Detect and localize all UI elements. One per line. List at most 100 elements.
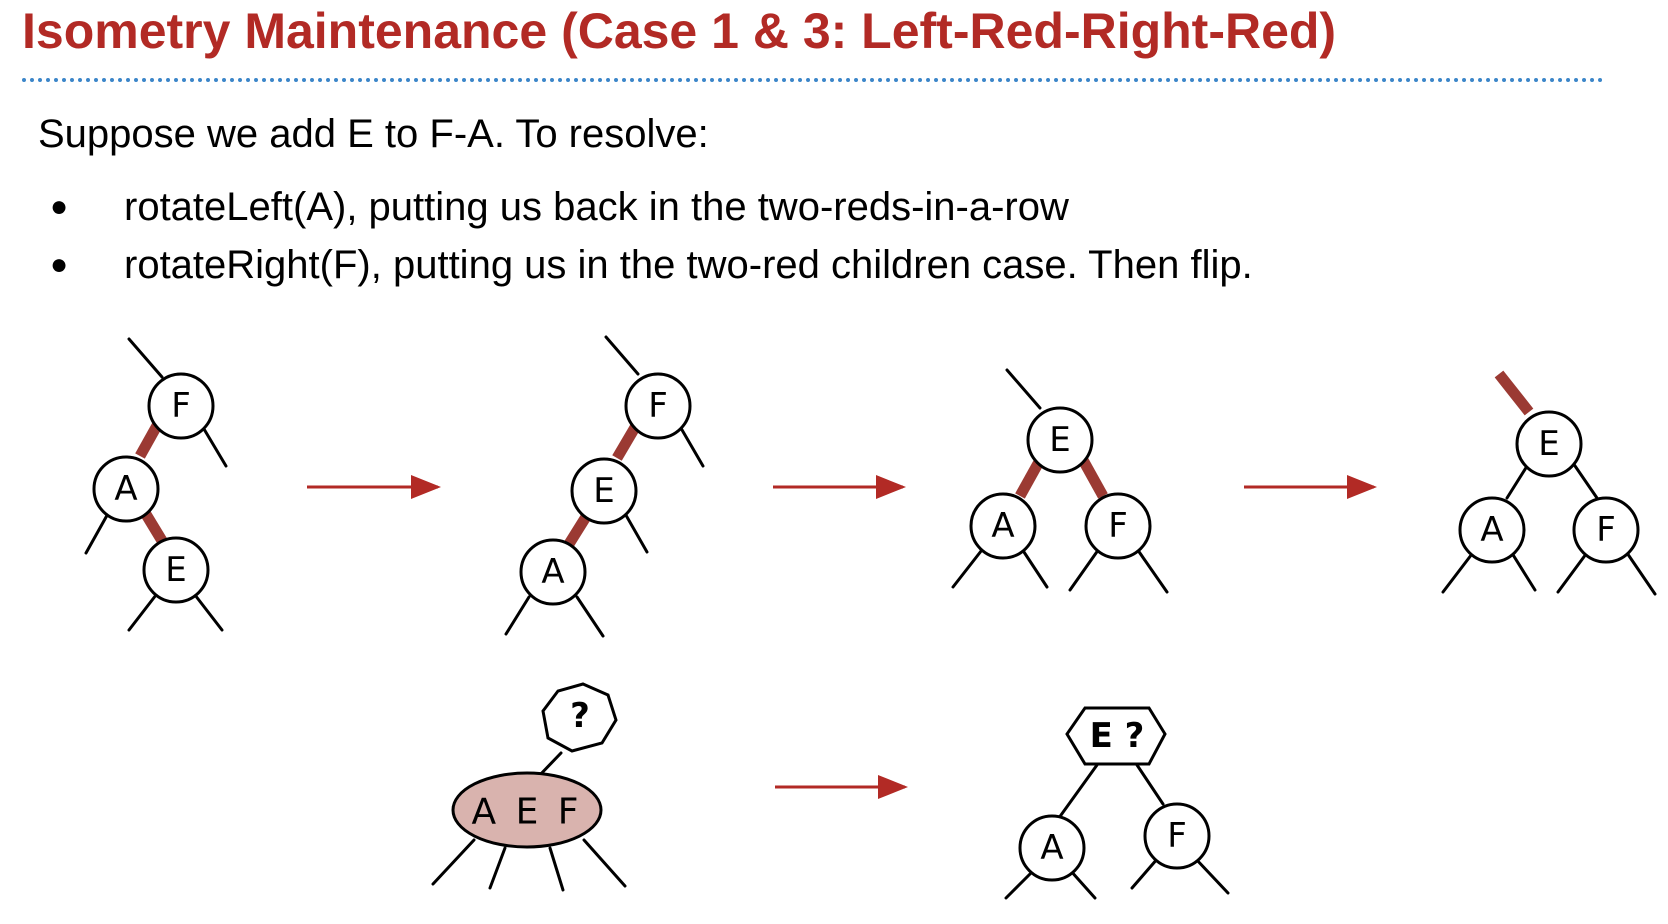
tree-node-e: E	[1515, 410, 1583, 478]
tree-node-a: A	[1458, 496, 1526, 564]
link-child-1	[431, 838, 476, 886]
red-link-a-e	[139, 508, 169, 547]
link-child-2	[488, 846, 507, 890]
tree-node-a: A	[1018, 814, 1086, 882]
merged-node-shape	[451, 771, 603, 849]
link-e-right	[193, 593, 224, 632]
link-child-4	[582, 838, 627, 888]
node-label: F	[1108, 506, 1128, 546]
node-circle	[1458, 496, 1526, 564]
link-a-right	[575, 595, 605, 638]
link-root-a	[1054, 763, 1099, 824]
node-label: A	[541, 552, 564, 592]
node-circle	[1084, 492, 1152, 560]
node-label: F	[1167, 816, 1187, 856]
node-circle	[147, 372, 215, 440]
tree-node-f: F	[1084, 492, 1152, 560]
bullet-list: ● rotateLeft(A), putting us back in the …	[50, 178, 1253, 294]
tree-node-f: F	[1143, 802, 1211, 870]
node-label: A	[1480, 510, 1503, 550]
bullet-dot-icon: ●	[50, 248, 69, 281]
link-f-right	[676, 421, 705, 468]
node-circle	[1515, 410, 1583, 478]
link-f-right	[1193, 856, 1230, 895]
tree-node-a: A	[519, 538, 587, 606]
link-e-left	[127, 593, 158, 632]
tree-node-e: E	[142, 536, 210, 604]
link-a-left	[951, 544, 987, 589]
node-label: A	[1040, 828, 1063, 868]
tree-node-f: F	[147, 372, 215, 440]
link-f-left	[1130, 856, 1160, 890]
node-label: A	[114, 469, 137, 509]
tree-node-f: F	[1572, 496, 1640, 564]
tree-step-1: F A E	[84, 337, 228, 632]
link-parent	[127, 337, 164, 379]
link-e-a	[1505, 461, 1531, 500]
node-circle	[1026, 406, 1094, 474]
link-a-left	[504, 595, 531, 636]
node-circle	[1018, 814, 1086, 882]
link-a-right	[1068, 868, 1097, 900]
bullet-text: rotateRight(F), putting us in the two-re…	[124, 243, 1253, 287]
link-f-right	[1623, 548, 1657, 596]
hexagon-shape	[1065, 706, 1167, 766]
tree234-before: ? A E F	[431, 682, 627, 892]
node-label: A	[991, 506, 1014, 546]
link-a-left	[1441, 548, 1477, 594]
link-a-right	[1018, 544, 1049, 589]
bullet-item-rotate-left: ● rotateLeft(A), putting us back in the …	[50, 178, 1253, 236]
title-divider	[22, 78, 1604, 82]
node-label: A E F	[472, 792, 583, 833]
tree-step-2: F E A	[504, 335, 705, 638]
tree234-after: E ? A F	[1004, 706, 1230, 900]
node-label: F	[648, 386, 668, 426]
bullet-item-rotate-right: ● rotateRight(F), putting us in the two-…	[50, 236, 1253, 294]
link-e-right	[621, 508, 649, 554]
node-circle	[969, 492, 1037, 560]
link-parent	[1005, 368, 1042, 410]
link-a-left	[1004, 868, 1036, 900]
node-circle	[1143, 802, 1211, 870]
node-label: E	[1538, 424, 1559, 464]
red-link-f-e	[612, 421, 642, 461]
hexagon-node-parent: ?	[541, 682, 618, 753]
red-link-e-f	[1078, 457, 1108, 499]
node-label: E	[593, 471, 614, 511]
tree-node-e: E	[1026, 406, 1094, 474]
link-a-left	[84, 508, 112, 555]
bullet-text: rotateLeft(A), putting us back in the tw…	[124, 185, 1069, 229]
link-e-f	[1571, 461, 1599, 500]
node-label: E	[1049, 420, 1070, 460]
tree-node-f: F	[624, 372, 692, 440]
tree-step-3: E A F	[951, 368, 1169, 594]
tree-node-e: E	[570, 457, 638, 525]
link-root-f	[1135, 763, 1165, 806]
node-label: E ?	[1090, 716, 1145, 756]
node-circle	[519, 538, 587, 606]
red-link-e-a	[1015, 457, 1045, 499]
node-label: F	[1596, 510, 1616, 550]
hexagon-node-root: E ?	[1065, 706, 1167, 766]
red-link-parent	[1494, 370, 1534, 416]
node-label: ?	[570, 696, 590, 736]
merged-node-aef: A E F	[451, 771, 603, 849]
slide-title: Isometry Maintenance (Case 1 & 3: Left-R…	[22, 3, 1337, 59]
node-circle	[570, 457, 638, 525]
node-circle	[142, 536, 210, 604]
intro-text: Suppose we add E to F-A. To resolve:	[38, 112, 709, 156]
link-f-right	[199, 422, 228, 468]
bullet-dot-icon: ●	[50, 190, 69, 223]
link-a-right	[1508, 548, 1537, 592]
node-circle	[92, 455, 160, 523]
tree-step-4: E A F	[1441, 370, 1657, 596]
hexagon-shape	[541, 682, 618, 753]
node-circle	[624, 372, 692, 440]
tree-node-a: A	[969, 492, 1037, 560]
link-f-left	[1556, 548, 1591, 594]
node-circle	[1572, 496, 1640, 564]
tree-node-a: A	[92, 455, 160, 523]
node-label: E	[165, 550, 186, 590]
node-label: F	[171, 386, 191, 426]
